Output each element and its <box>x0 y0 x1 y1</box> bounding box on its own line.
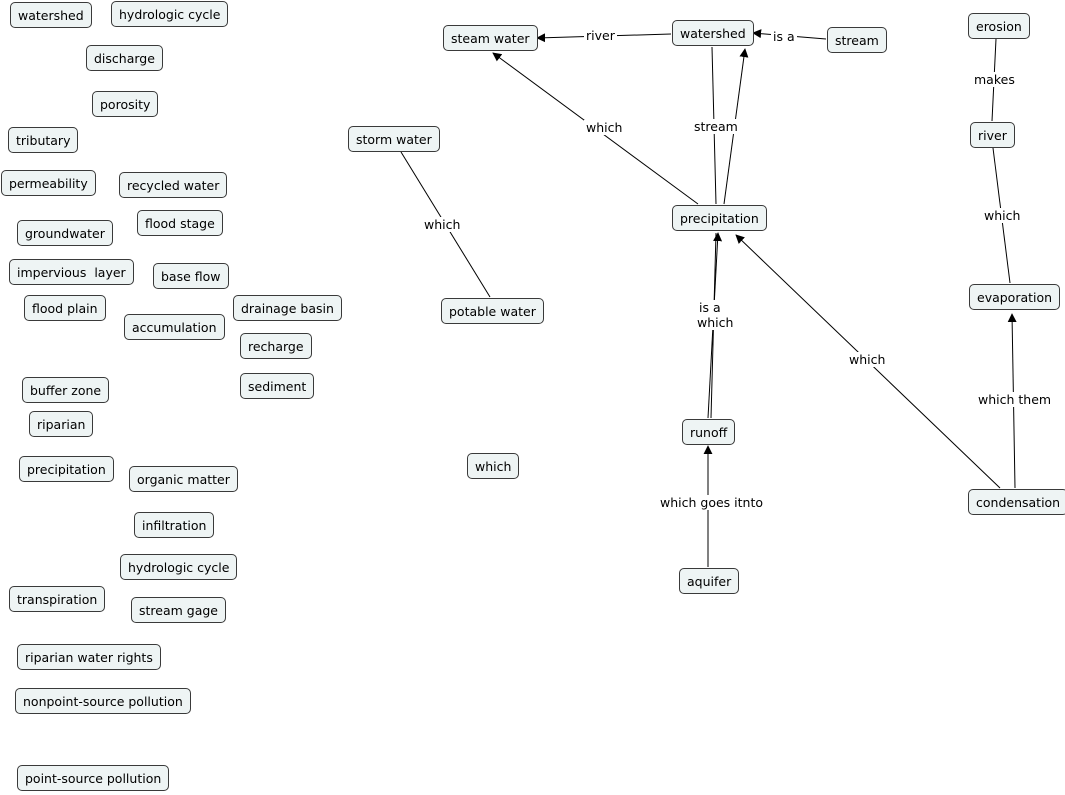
concept-precipitation-map[interactable]: precipitation <box>672 205 767 231</box>
concept-porosity[interactable]: porosity <box>92 91 159 117</box>
concept-aquifer[interactable]: aquifer <box>679 568 740 594</box>
concept-buffer-zone[interactable]: buffer zone <box>22 377 110 403</box>
link-label-which-river[interactable]: which <box>982 208 1023 223</box>
concept-flood-plain[interactable]: flood plain <box>24 295 106 321</box>
link-label-which-them[interactable]: which them <box>976 392 1054 407</box>
concept-recharge[interactable]: recharge <box>240 333 312 359</box>
concept-permeability[interactable]: permeability <box>1 170 96 196</box>
concept-flood-stage[interactable]: flood stage <box>137 210 223 236</box>
concept-steam-water[interactable]: steam water <box>443 25 538 51</box>
concept-point-source-pollution[interactable]: point-source pollution <box>17 765 170 791</box>
link-label-which-goes-into[interactable]: which goes itnto <box>658 495 765 510</box>
concept-drainage-basin[interactable]: drainage basin <box>233 295 342 321</box>
link-label-river[interactable]: river <box>584 28 617 43</box>
concept-river[interactable]: river <box>970 122 1015 148</box>
link-label-which-runoff[interactable]: which <box>695 315 736 330</box>
link-label-which-storm[interactable]: which <box>422 217 463 232</box>
concept-recycled-water[interactable]: recycled water <box>119 172 228 198</box>
concept-storm-water[interactable]: storm water <box>348 126 440 152</box>
link-label-which-steam[interactable]: which <box>584 120 625 135</box>
concept-base-flow[interactable]: base flow <box>153 263 229 289</box>
concept-watershed-map[interactable]: watershed <box>672 20 754 46</box>
concept-erosion[interactable]: erosion <box>968 13 1030 39</box>
concept-impervious-layer[interactable]: impervious layer <box>9 259 134 285</box>
concept-watershed[interactable]: watershed <box>10 2 92 28</box>
concept-organic-matter[interactable]: organic matter <box>129 466 238 492</box>
concept-hydrologic-cycle[interactable]: hydrologic cycle <box>111 1 229 27</box>
concept-infiltration[interactable]: infiltration <box>134 512 215 538</box>
concept-accumulation[interactable]: accumulation <box>124 314 225 340</box>
concept-transpiration[interactable]: transpiration <box>9 586 106 612</box>
concept-hydrologic-cycle-2[interactable]: hydrologic cycle <box>120 554 238 580</box>
concept-discharge[interactable]: discharge <box>86 45 163 71</box>
concept-condensation[interactable]: condensation <box>968 489 1065 515</box>
concept-stream[interactable]: stream <box>827 27 887 53</box>
link-label-which-condensation[interactable]: which <box>847 352 888 367</box>
concept-nonpoint-source-pollution[interactable]: nonpoint-source pollution <box>15 688 191 714</box>
link-label-is-a-runoff[interactable]: is a <box>697 300 723 315</box>
concept-groundwater[interactable]: groundwater <box>17 220 113 246</box>
concept-potable-water[interactable]: potable water <box>441 298 544 324</box>
concept-runoff[interactable]: runoff <box>682 419 736 445</box>
concept-riparian[interactable]: riparian <box>29 411 94 437</box>
concept-riparian-water-rights[interactable]: riparian water rights <box>17 644 161 670</box>
concept-which[interactable]: which <box>467 453 520 479</box>
concept-sediment[interactable]: sediment <box>240 373 315 399</box>
concept-evaporation[interactable]: evaporation <box>969 284 1061 310</box>
concept-precipitation-left[interactable]: precipitation <box>19 456 114 482</box>
concept-stream-gage[interactable]: stream gage <box>131 597 226 623</box>
link-label-stream[interactable]: stream <box>692 119 740 134</box>
link-label-is-a[interactable]: is a <box>771 29 797 44</box>
link-label-makes[interactable]: makes <box>972 72 1017 87</box>
concept-tributary[interactable]: tributary <box>8 127 79 153</box>
